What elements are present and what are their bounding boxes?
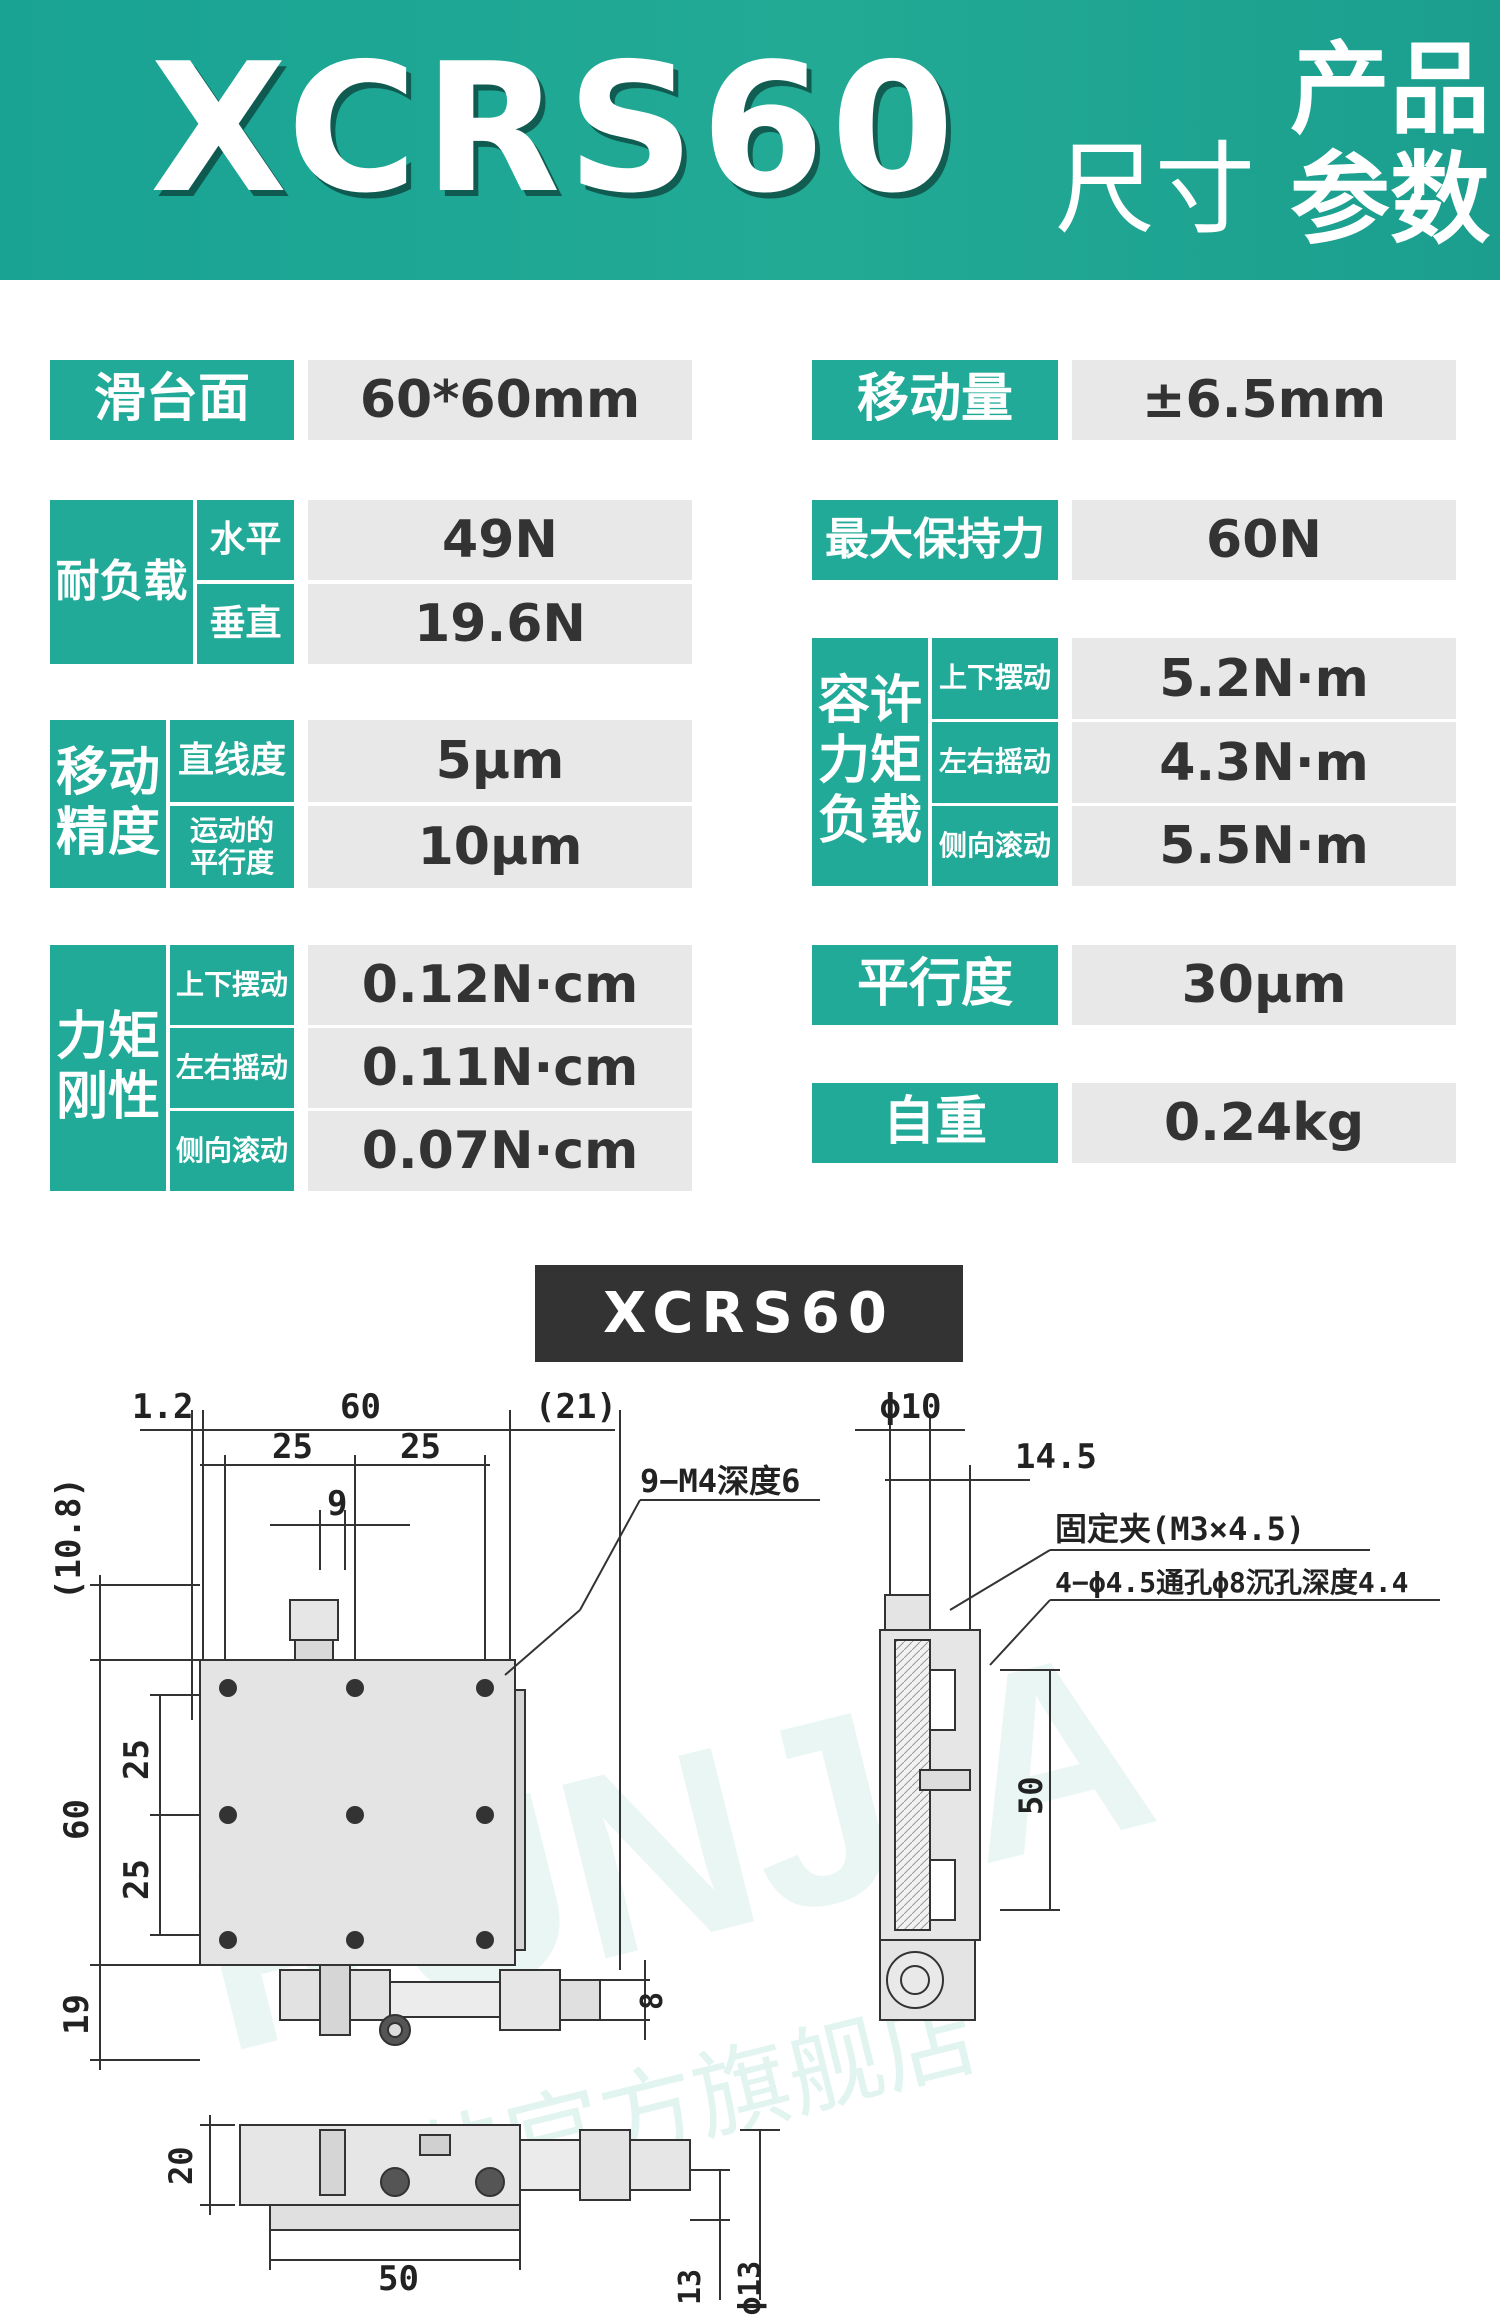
rigidity-roll-value: 0.07N·cm — [308, 1111, 692, 1191]
allowable-moment-label-1: 容许 — [817, 671, 922, 732]
moment-rigidity-label-1: 力矩 — [55, 1007, 160, 1068]
motion-parallelism-label-2: 平行度 — [189, 846, 274, 879]
moving-accuracy-label: 移动 精度 — [50, 720, 166, 888]
allowable-moment-label: 容许 力矩 负载 — [812, 638, 928, 886]
moment-yaw-label: 左右摇动 — [932, 722, 1058, 803]
product-label-1: 产品 — [1290, 31, 1490, 148]
moment-yaw-value: 4.3N·m — [1072, 722, 1456, 803]
motion-parallelism-label-1: 运动的 — [189, 813, 274, 847]
clamp-note: 固定夹(M3×4.5) — [1055, 1510, 1305, 1548]
motion-parallelism-value: 10μm — [308, 806, 692, 888]
motion-parallelism-label: 运动的 平行度 — [170, 806, 294, 888]
dim-25-d: 25 — [117, 1859, 157, 1900]
weight-value: 0.24kg — [1072, 1083, 1456, 1163]
dim-10-8: (10.8) — [49, 1477, 89, 1600]
dim-14-5: 14.5 — [1015, 1437, 1097, 1477]
dim-19: 19 — [57, 1994, 97, 2035]
rigidity-roll-label: 侧向滚动 — [170, 1111, 294, 1191]
tap-note: 9−M4深度6 — [640, 1462, 800, 1500]
technical-drawing: RUNJIA 润佳官方旗舰店 — [49, 1387, 1440, 2315]
dim-25-b: 25 — [400, 1427, 441, 1467]
header-banner: XCRS60 尺寸 产品 参数 — [0, 0, 1500, 280]
max-holding-force-value: 60N — [1072, 500, 1456, 580]
max-holding-force-label: 最大保持力 — [812, 500, 1058, 580]
dim-50-side: 50 — [1012, 1776, 1050, 1815]
dim-60-left: 60 — [57, 1799, 97, 1840]
dim-25-c: 25 — [117, 1739, 157, 1780]
dim-13: 13 — [673, 2269, 708, 2305]
dim-21: (21) — [535, 1387, 617, 1427]
travel-label: 移动量 — [812, 360, 1058, 440]
allowable-moment-label-3: 负载 — [817, 790, 922, 851]
moment-roll-value: 5.5N·m — [1072, 806, 1456, 886]
rigidity-pitch-label: 上下摆动 — [170, 945, 294, 1025]
weight-label: 自重 — [812, 1083, 1058, 1163]
travel-value: ±6.5mm — [1072, 360, 1456, 440]
straightness-label: 直线度 — [170, 720, 294, 802]
load-horizontal-value: 49N — [308, 500, 692, 580]
dim-50-bottom: 50 — [378, 2259, 419, 2299]
dim-25-a: 25 — [272, 1427, 313, 1467]
rigidity-yaw-value: 0.11N·cm — [308, 1028, 692, 1108]
moment-roll-label: 侧向滚动 — [932, 806, 1058, 886]
table-surface-label: 滑台面 — [50, 360, 294, 440]
moment-pitch-value: 5.2N·m — [1072, 638, 1456, 719]
hole-note: 4−ϕ4.5通孔ϕ8沉孔深度4.4 — [1055, 1566, 1408, 1599]
drawing-model-tag: XCRS60 — [535, 1265, 963, 1362]
load-vertical-label: 垂直 — [197, 584, 294, 664]
dim-1-2: 1.2 — [132, 1387, 193, 1427]
dim-phi13: ϕ13 — [733, 2261, 768, 2315]
moment-rigidity-label: 力矩 刚性 — [50, 945, 166, 1191]
rigidity-yaw-label: 左右摇动 — [170, 1028, 294, 1108]
parallelism-value: 30μm — [1072, 945, 1456, 1025]
model-title: XCRS60 — [150, 25, 961, 232]
dimension-label: 尺寸 — [1055, 131, 1255, 248]
table-surface-value: 60*60mm — [308, 360, 692, 440]
rigidity-pitch-value: 0.12N·cm — [308, 945, 692, 1025]
moment-rigidity-label-2: 刚性 — [55, 1067, 160, 1127]
allowable-moment-label-2: 力矩 — [817, 731, 922, 792]
load-capacity-label: 耐负载 — [50, 500, 193, 664]
moving-accuracy-label-1: 移动 — [55, 743, 160, 804]
load-vertical-value: 19.6N — [308, 584, 692, 664]
dim-8: 8 — [635, 1992, 670, 2010]
straightness-value: 5μm — [308, 720, 692, 802]
moving-accuracy-label-2: 精度 — [55, 803, 160, 863]
dim-phi10: ϕ10 — [880, 1387, 941, 1427]
dim-9: 9 — [327, 1484, 347, 1524]
dim-60-top: 60 — [340, 1387, 381, 1427]
moment-pitch-label: 上下摆动 — [932, 638, 1058, 719]
load-horizontal-label: 水平 — [197, 500, 294, 580]
dim-20: 20 — [162, 2146, 200, 2185]
product-label-2: 参数 — [1290, 141, 1490, 258]
parallelism-label: 平行度 — [812, 945, 1058, 1025]
